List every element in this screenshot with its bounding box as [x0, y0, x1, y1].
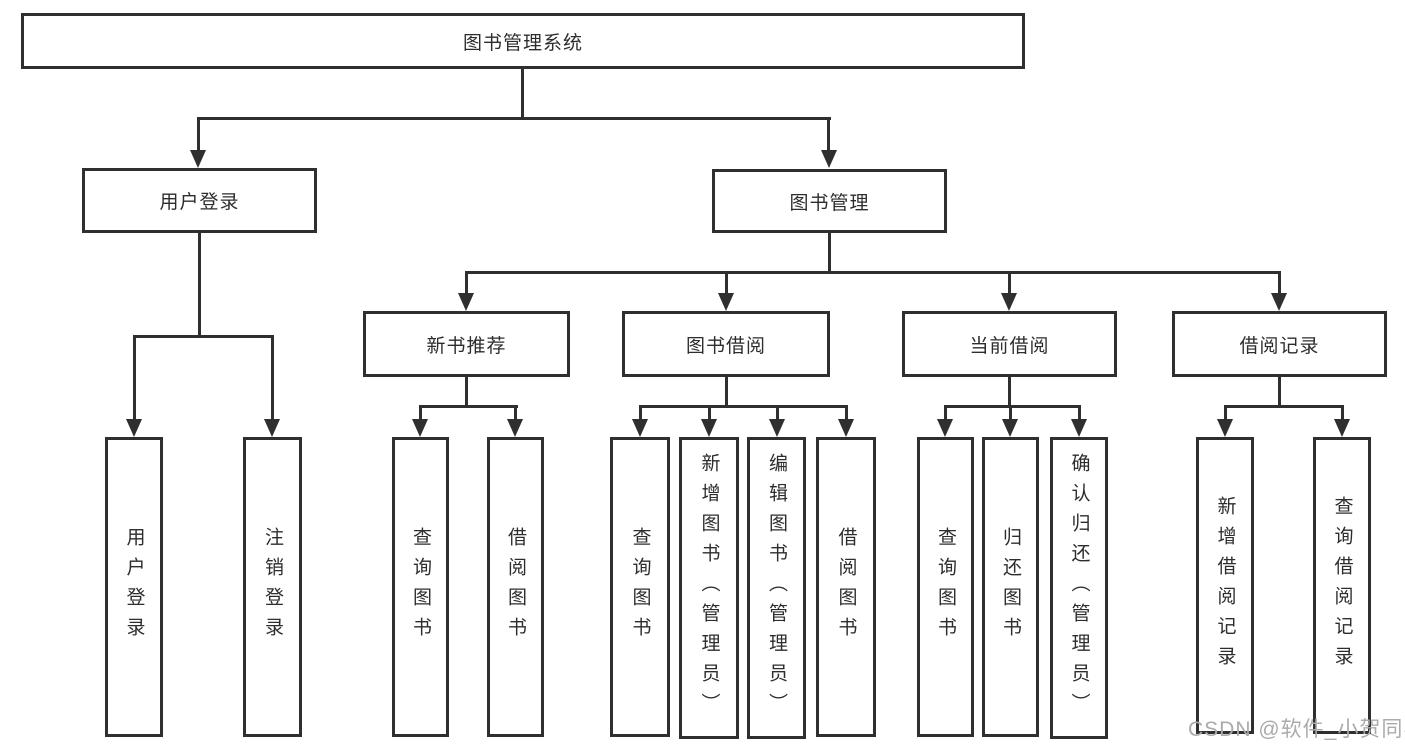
arrow-down-icon [937, 419, 953, 437]
connector-line [725, 271, 728, 295]
node-borrow-record: 借阅记录 [1172, 311, 1387, 377]
leaf-borrow-edit-book-admin-label: 编辑图书（管理员） [766, 453, 787, 723]
leaf-borrow-borrow-book-label: 借阅图书 [835, 527, 857, 647]
connector-line [419, 405, 422, 421]
connector-line [1078, 405, 1081, 421]
arrow-down-icon [1071, 419, 1087, 437]
leaf-current-query-book: 查询图书 [917, 437, 974, 737]
leaf-recommend-query-book-label: 查询图书 [410, 527, 431, 647]
arrow-down-icon [507, 419, 523, 437]
connector-line [197, 117, 200, 151]
leaf-record-query-label: 查询借阅记录 [1331, 495, 1353, 676]
connector-line [1341, 405, 1344, 421]
connector-line [828, 233, 831, 274]
arrow-down-icon [701, 419, 717, 437]
connector-line [1278, 271, 1281, 295]
node-book-management-label: 图书管理 [789, 192, 870, 214]
connector-line [1278, 377, 1281, 408]
node-book-borrow-label: 图书借阅 [685, 335, 766, 357]
connector-line [944, 405, 947, 421]
connector-line [465, 377, 468, 408]
csdn-watermark: CSDN @软件_小贺同学 [1188, 718, 1405, 741]
connector-line [1224, 405, 1344, 408]
leaf-borrow-query-book-label: 查询图书 [629, 527, 651, 647]
node-book-borrow: 图书借阅 [622, 311, 830, 377]
leaf-record-query: 查询借阅记录 [1313, 437, 1371, 734]
node-current-borrow: 当前借阅 [902, 311, 1117, 377]
leaf-borrow-edit-book-admin: 编辑图书（管理员） [747, 437, 806, 739]
leaf-recommend-borrow-book-label: 借阅图书 [505, 527, 526, 647]
connector-line [845, 405, 848, 421]
connector-line [1008, 377, 1011, 408]
arrow-down-icon [718, 293, 734, 311]
connector-line [198, 233, 201, 338]
connector-line [271, 335, 274, 420]
leaf-current-confirm-return-admin: 确认归还（管理员） [1050, 437, 1108, 739]
leaf-user-login-label: 用户登录 [123, 527, 145, 647]
connector-line [1009, 405, 1012, 421]
arrow-down-icon [458, 293, 474, 311]
arrow-down-icon [632, 419, 648, 437]
leaf-borrow-add-book-admin-label: 新增图书（管理员） [698, 453, 720, 723]
connector-line [133, 335, 274, 338]
node-new-book-recommend: 新书推荐 [363, 311, 570, 377]
leaf-recommend-borrow-book: 借阅图书 [487, 437, 544, 737]
leaf-borrow-borrow-book: 借阅图书 [816, 437, 876, 737]
leaf-borrow-add-book-admin: 新增图书（管理员） [679, 437, 739, 739]
arrow-down-icon [264, 419, 280, 437]
connector-line [465, 271, 468, 295]
leaf-record-add: 新增借阅记录 [1196, 437, 1254, 734]
node-current-borrow-label: 当前借阅 [969, 335, 1050, 357]
connector-line [1224, 405, 1227, 421]
arrow-down-icon [412, 419, 428, 437]
arrow-down-icon [769, 419, 785, 437]
leaf-current-return-book: 归还图书 [982, 437, 1039, 737]
leaf-logout-label: 注销登录 [262, 527, 283, 647]
arrow-down-icon [1271, 293, 1287, 311]
connector-line [514, 405, 517, 421]
leaf-logout: 注销登录 [243, 437, 302, 737]
leaf-current-return-book-label: 归还图书 [1000, 527, 1021, 647]
connector-line [725, 377, 728, 408]
connector-line [465, 271, 1281, 274]
connector-line [827, 117, 830, 151]
arrow-down-icon [1001, 293, 1017, 311]
connector-line [776, 405, 779, 421]
node-user-login: 用户登录 [82, 168, 317, 233]
arrow-down-icon [190, 150, 206, 168]
node-book-management: 图书管理 [712, 169, 947, 233]
arrow-down-icon [838, 419, 854, 437]
connector-line [639, 405, 642, 421]
arrow-down-icon [1217, 419, 1233, 437]
connector-line [197, 117, 831, 120]
connector-line [521, 68, 524, 119]
node-root-label: 图书管理系统 [462, 32, 583, 54]
leaf-current-confirm-return-admin-label: 确认归还（管理员） [1068, 453, 1090, 723]
node-root: 图书管理系统 [21, 13, 1025, 69]
connector-line [419, 405, 518, 408]
leaf-user-login: 用户登录 [105, 437, 163, 737]
node-borrow-record-label: 借阅记录 [1239, 335, 1320, 357]
arrow-down-icon [126, 419, 142, 437]
leaf-current-query-book-label: 查询图书 [935, 527, 956, 647]
arrow-down-icon [821, 150, 837, 168]
connector-line [708, 405, 711, 421]
connector-line [1008, 271, 1011, 295]
arrow-down-icon [1334, 419, 1350, 437]
connector-line [639, 405, 848, 408]
leaf-record-add-label: 新增借阅记录 [1214, 495, 1236, 676]
leaf-recommend-query-book: 查询图书 [392, 437, 449, 737]
node-new-book-recommend-label: 新书推荐 [426, 335, 507, 357]
connector-line [944, 405, 1081, 408]
arrow-down-icon [1002, 419, 1018, 437]
node-user-login-label: 用户登录 [159, 192, 240, 213]
connector-line [133, 335, 136, 420]
leaf-borrow-query-book: 查询图书 [610, 437, 670, 737]
